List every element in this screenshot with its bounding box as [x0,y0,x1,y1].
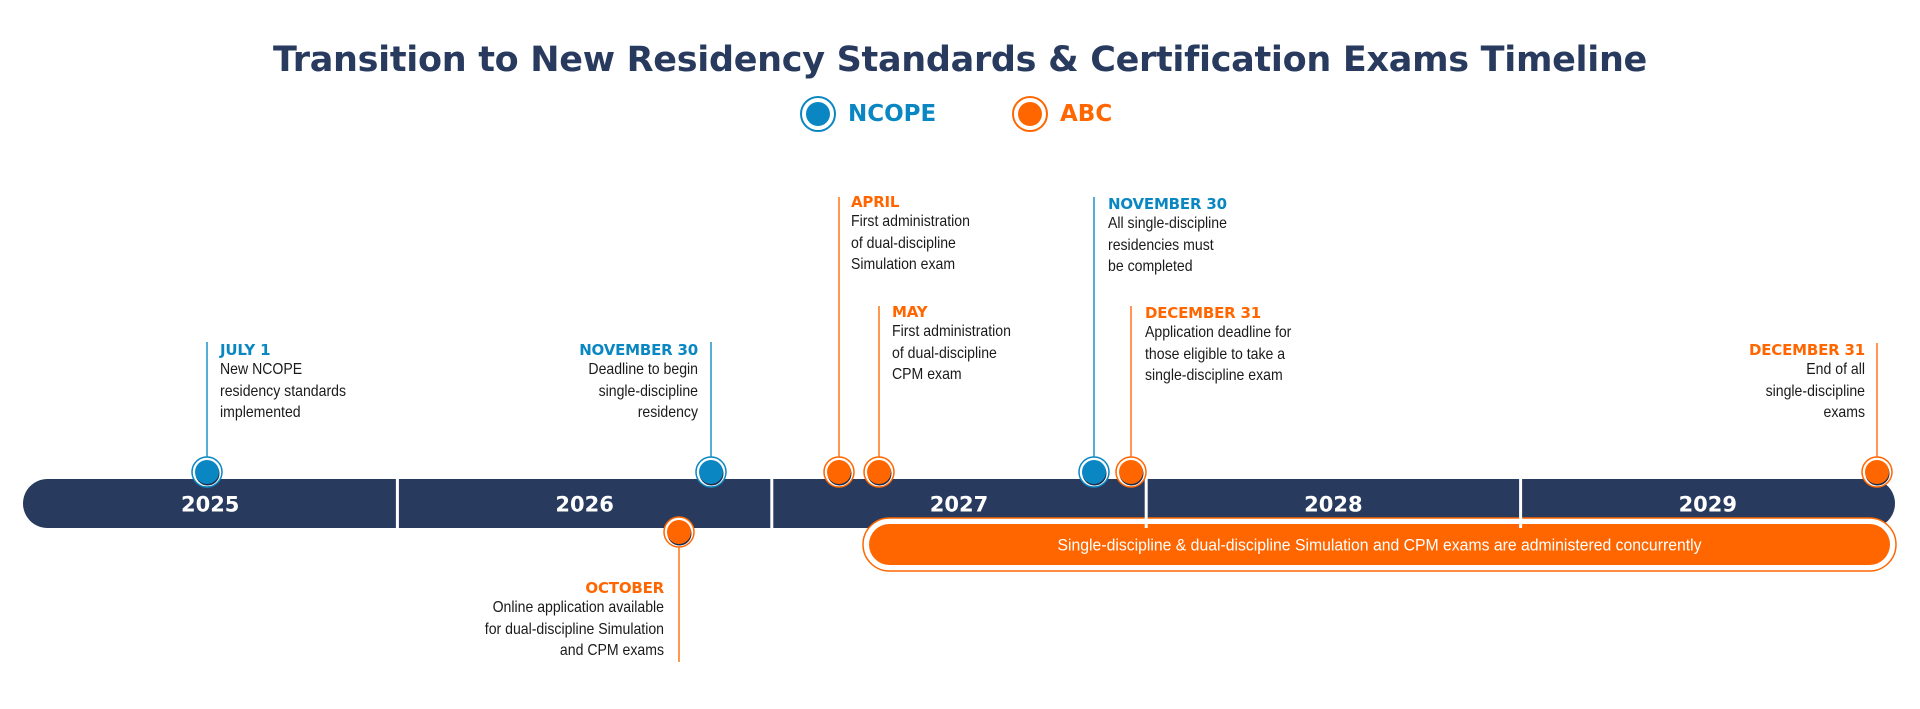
event-marker-abc-icon [1865,460,1889,484]
event-abc-7: DECEMBER 31 End of all single-discipline … [1605,341,1865,424]
legend: NCOPE ABC [0,96,1920,132]
event-date: NOVEMBER 30 [579,341,698,359]
event-date: MAY [892,303,928,321]
abc-dot-icon [1012,96,1048,132]
concurrent-bar [869,524,1890,565]
legend-label: ABC [1060,101,1113,127]
year-bar [23,479,1895,528]
event-ncope-0: JULY 1 New NCOPE residency standards impl… [220,341,480,424]
event-date: DECEMBER 31 [1145,304,1262,322]
event-marker-abc-icon [667,520,691,544]
event-description: First administration of dual-discipline … [851,213,970,273]
event-abc-4: MAY First administration of dual-discipli… [892,303,1152,386]
event-marker-abc-icon [827,460,851,484]
event-abc-2: OCTOBER Online application available for … [404,579,664,662]
event-ncope-1: NOVEMBER 30 Deadline to begin single-disc… [438,341,698,424]
year-label-2028: 2028 [1304,493,1362,517]
event-date: APRIL [851,193,900,211]
event-description: Online application available for dual-di… [484,599,664,659]
event-description: All single-discipline residencies must b… [1108,215,1227,275]
year-label-2025: 2025 [181,493,239,517]
event-ncope-5: NOVEMBER 30 All single-discipline residen… [1108,195,1368,278]
event-date: DECEMBER 31 [1748,341,1865,359]
year-label-2027: 2027 [930,493,988,517]
ncope-dot-icon [800,96,836,132]
event-marker-ncope-icon [1082,460,1106,484]
page-title: Transition to New Residency Standards & … [273,40,1647,80]
event-date: OCTOBER [585,579,664,597]
event-marker-abc-icon [867,460,891,484]
event-description: End of all single-discipline exams [1765,361,1865,421]
event-date: JULY 1 [220,341,271,359]
event-abc-3: APRIL First administration of dual-discip… [851,193,1111,276]
year-label-2029: 2029 [1679,493,1737,517]
event-abc-6: DECEMBER 31 Application deadline for thos… [1145,304,1405,387]
event-description: First administration of dual-discipline … [892,323,1011,383]
event-marker-abc-icon [1119,460,1143,484]
legend-item-abc: ABC [1012,96,1112,132]
legend-label: NCOPE [848,101,937,127]
event-marker-ncope-icon [699,460,723,484]
event-description: New NCOPE residency standards implemente… [220,361,347,421]
event-description: Deadline to begin single-discipline resi… [588,361,698,421]
year-label-2026: 2026 [555,493,613,517]
event-marker-ncope-icon [195,460,219,484]
legend-item-ncope: NCOPE [800,96,936,132]
event-description: Application deadline for those eligible … [1145,324,1292,384]
concurrent-label: Single-discipline & dual-discipline Simu… [1058,536,1702,555]
event-date: NOVEMBER 30 [1108,195,1227,213]
